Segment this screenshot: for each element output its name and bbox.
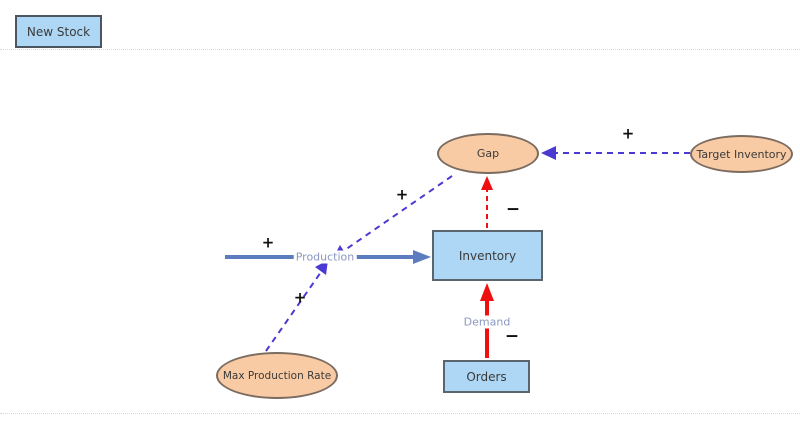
inventory-stock-node[interactable]: Inventory [432,230,543,281]
target-inventory-node-label: Target Inventory [696,147,787,161]
orders-stock-node[interactable]: Orders [443,360,530,393]
orders-stock-label: Orders [466,369,507,384]
polarity-max-rate-to-production: + [293,288,307,307]
target-inventory-node[interactable]: Target Inventory [690,135,793,173]
new-stock-button-label: New Stock [26,24,91,39]
link-inventory-gap[interactable] [481,176,493,228]
max-production-rate-node-label: Max Production Rate [222,369,332,382]
demand-flow-label[interactable]: Demand [461,315,513,329]
max-production-rate-node[interactable]: Max Production Rate [216,352,338,399]
gap-node-label: Gap [476,147,500,160]
polarity-target-inventory-to-gap: + [621,124,635,143]
gap-node[interactable]: Gap [437,133,539,174]
polarity-inventory-to-gap: − [505,199,521,220]
link-target-inventory-gap[interactable] [541,146,690,160]
inventory-stock-label: Inventory [458,248,517,263]
link-max-production-rate-production[interactable] [265,260,328,352]
canvas-grid-line-top [0,49,800,50]
canvas-grid-line-bottom [0,413,800,414]
polarity-orders-demand: − [504,326,520,347]
polarity-production-input: + [261,233,275,252]
production-flow-label[interactable]: Production [293,250,357,264]
new-stock-button[interactable]: New Stock [15,15,102,48]
polarity-gap-to-production: + [395,185,409,204]
